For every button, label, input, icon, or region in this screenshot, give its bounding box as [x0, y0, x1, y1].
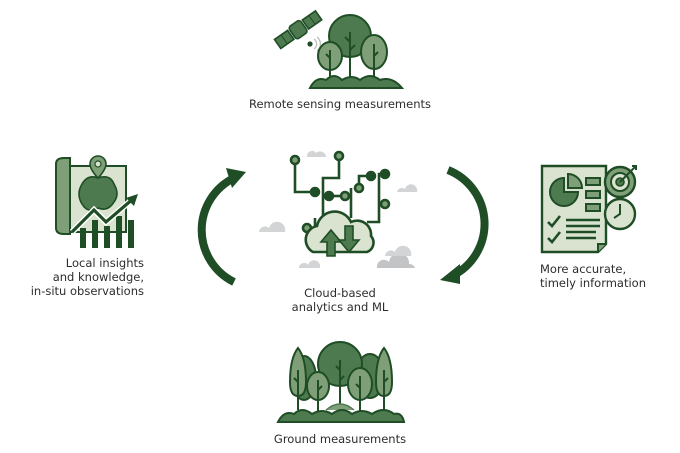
- report-target-clock-icon: [540, 164, 637, 254]
- output-label-line-1: More accurate,: [540, 262, 627, 276]
- local-label-line-3: in-situ observations: [30, 284, 144, 298]
- local-label-line-1: Local insights: [65, 256, 144, 270]
- output-label: More accurate, timely information: [540, 262, 670, 290]
- forest-icon: [276, 341, 406, 423]
- trees-icon: [308, 14, 405, 89]
- ground-measurements-label: Ground measurements: [273, 432, 407, 446]
- cloud-network-icon: [259, 150, 418, 268]
- background-clouds: [259, 151, 418, 268]
- local-insights-label: Local insights and knowledge, in-situ ob…: [20, 256, 144, 298]
- arrow-center-to-right: [440, 166, 489, 284]
- cloud-label-line-2: analytics and ML: [291, 300, 389, 314]
- cloud-analytics-label: Cloud-based analytics and ML: [270, 286, 410, 314]
- output-label-line-2: timely information: [540, 276, 647, 290]
- arrow-left-to-center: [197, 168, 246, 286]
- map-with-chart-icon: [55, 155, 138, 248]
- remote-sensing-label: Remote sensing measurements: [248, 97, 432, 111]
- local-label-line-2: and knowledge,: [52, 270, 144, 284]
- satellite-icon: [273, 9, 323, 52]
- cloud-label-line-1: Cloud-based: [304, 286, 376, 300]
